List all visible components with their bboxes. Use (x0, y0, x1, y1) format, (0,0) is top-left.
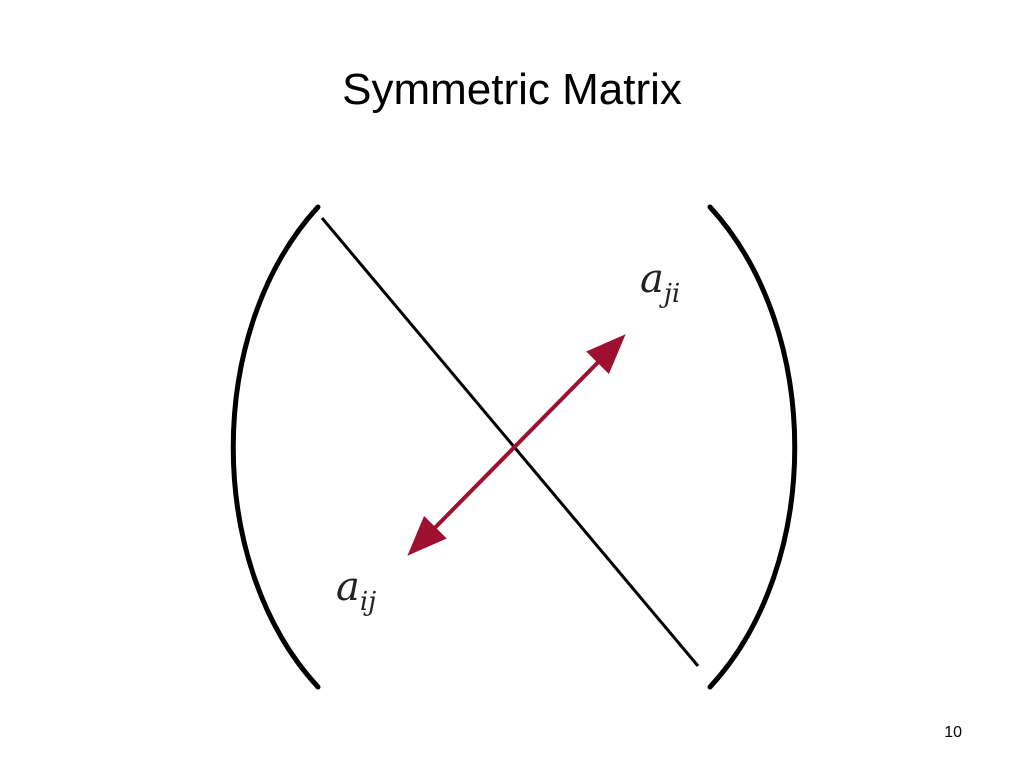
slide-title: Symmetric Matrix (342, 65, 682, 114)
symmetry-arrow (407, 334, 626, 556)
label-a-ji: aji (640, 256, 680, 309)
label-a-ij: aij (336, 564, 376, 617)
page-number: 10 (944, 724, 962, 741)
right-parenthesis (707, 204, 798, 690)
left-parenthesis (230, 204, 321, 690)
label-a-ij-base: a (336, 564, 360, 610)
label-a-ji-subscript: ji (659, 279, 680, 309)
label-a-ji-base: a (640, 256, 664, 302)
label-a-ij-subscript: ij (360, 587, 376, 617)
